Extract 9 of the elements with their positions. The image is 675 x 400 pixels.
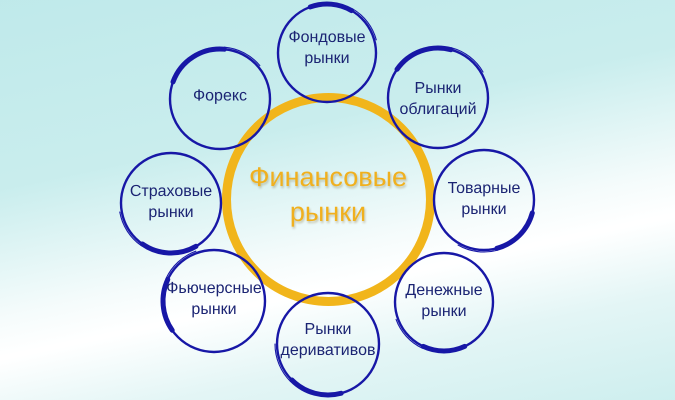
circle-label: Рынки деривативов — [280, 320, 376, 361]
circle-label: Товарные рынки — [448, 179, 520, 220]
circle-label: Фьючерсные рынки — [166, 279, 262, 320]
circle-label: Фондовые рынки — [288, 28, 366, 69]
circle-label: Страховые рынки — [130, 182, 212, 223]
circle-label: Рынки облигаций — [399, 79, 477, 120]
circle-label: Денежные рынки — [405, 281, 483, 322]
center-label: Финансовые рынки — [248, 160, 408, 229]
circle-label: Форекс — [192, 86, 248, 107]
